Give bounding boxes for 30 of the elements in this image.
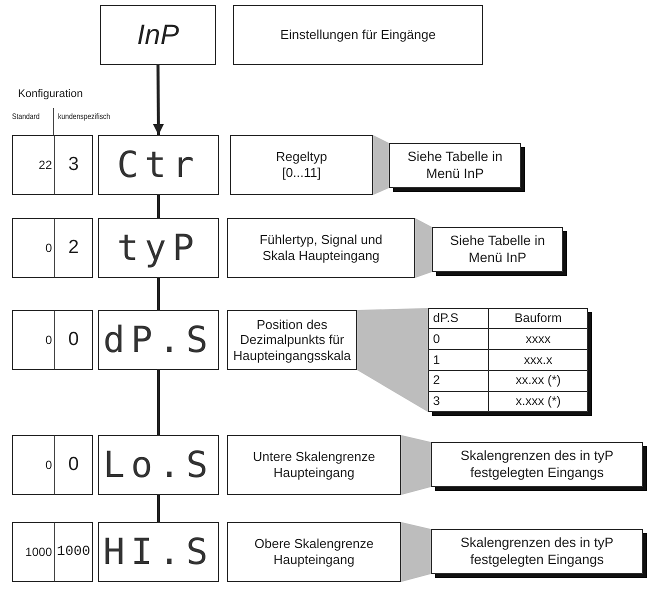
connector-line xyxy=(157,495,160,522)
menu-title-box: InP xyxy=(100,5,216,65)
description-box: Position des Dezimalpunkts für Haupteingangsskala xyxy=(227,310,357,370)
configuration-box: 1000 1000 xyxy=(12,522,93,582)
description-box: Untere Skalengrenze Haupteingang xyxy=(227,435,401,495)
connector-line xyxy=(157,278,160,310)
flow-arrow xyxy=(152,64,164,136)
connector-line xyxy=(157,370,160,435)
column-header: Konfiguration xyxy=(18,88,83,100)
configuration-box: 0 0 xyxy=(12,435,93,495)
connector-line xyxy=(157,195,160,218)
segment-display: Ctr xyxy=(98,135,219,195)
callout-wedge xyxy=(373,135,389,195)
callout-wedge xyxy=(401,435,431,495)
column-subheader: Standard xyxy=(12,112,40,121)
column-subheader: kundenspezifisch xyxy=(58,112,110,121)
segment-display: HI.S xyxy=(98,522,219,582)
segment-display: tyP xyxy=(98,218,219,278)
description-box: Fühlertyp, Signal und Skala Haupteingang xyxy=(227,218,415,278)
callout-wedge xyxy=(401,522,431,582)
configuration-box: 0 2 xyxy=(12,218,93,278)
callout-wedge xyxy=(415,218,432,278)
segment-display: Lo.S xyxy=(98,435,219,495)
description-box: Einstellungen für Eingänge xyxy=(233,5,483,65)
configuration-box: 0 0 xyxy=(12,310,93,370)
segment-display: dP.S xyxy=(98,310,219,370)
description-box: Regeltyp [0...11] xyxy=(230,135,373,195)
description-box: Obere Skalengrenze Haupteingang xyxy=(227,522,401,582)
callout-wedge xyxy=(357,308,428,412)
configuration-box: 22 3 xyxy=(12,135,93,195)
